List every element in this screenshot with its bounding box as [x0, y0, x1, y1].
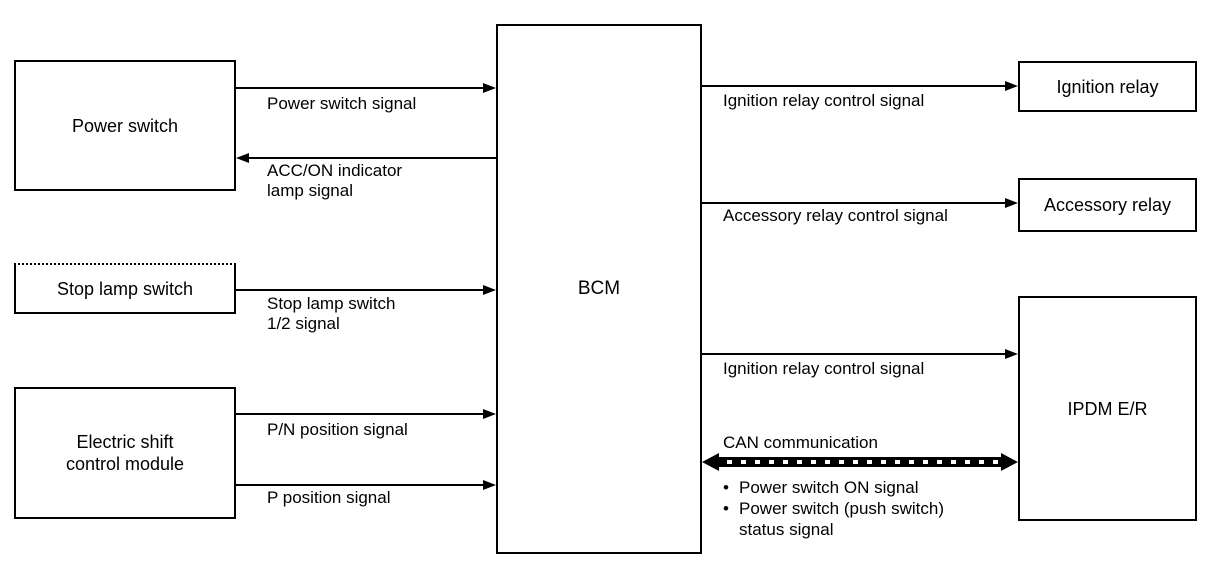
pn-position-signal-label: P/N position signal: [267, 420, 408, 439]
bcm-node: BCM: [496, 24, 702, 554]
can-communication-label: CAN communication: [723, 433, 878, 452]
arrowhead-right-icon: [483, 83, 496, 93]
acc-on-indicator-line: [249, 157, 496, 159]
list-item: • Power switch (push switch) status sign…: [723, 498, 944, 540]
stop-lamp-switch-node: Stop lamp switch: [14, 263, 236, 314]
pn-position-signal-line: [236, 413, 484, 415]
bullet-icon: •: [723, 499, 729, 518]
ignition-relay-control-line: [702, 85, 1005, 87]
arrowhead-right-icon: [483, 409, 496, 419]
stop-lamp-switch-signal-line: [236, 289, 484, 291]
can-communication-arrow: [702, 453, 1018, 471]
power-switch-signal-line: [236, 87, 484, 89]
arrowhead-right-icon: [1005, 198, 1018, 208]
arrowhead-right-icon: [1001, 453, 1018, 471]
accessory-relay-control-line: [702, 202, 1005, 204]
stop-lamp-switch-signal-label: Stop lamp switch 1/2 signal: [267, 294, 396, 333]
ignition-relay-control-signal-ipdm-label: Ignition relay control signal: [723, 359, 925, 378]
arrowhead-left-icon: [236, 153, 249, 163]
ignition-relay-control-signal-label: Ignition relay control signal: [723, 91, 925, 110]
can-signal-list: • Power switch ON signal • Power switch …: [723, 477, 944, 540]
acc-on-indicator-lamp-signal-label: ACC/ON indicator lamp signal: [267, 161, 403, 200]
arrowhead-right-icon: [1005, 349, 1018, 359]
power-switch-signal-label: Power switch signal: [267, 94, 417, 113]
can-bullet-text: Power switch (push switch) status signal: [739, 499, 945, 539]
p-position-signal-label: P position signal: [267, 488, 391, 507]
ignition-relay-node: Ignition relay: [1018, 61, 1197, 112]
can-bullet-text: Power switch ON signal: [739, 478, 919, 497]
accessory-relay-node: Accessory relay: [1018, 178, 1197, 232]
electric-shift-control-module-node: Electric shift control module: [14, 387, 236, 519]
p-position-signal-line: [236, 484, 484, 486]
accessory-relay-control-signal-label: Accessory relay control signal: [723, 206, 948, 225]
arrowhead-left-icon: [702, 453, 719, 471]
power-switch-node: Power switch: [14, 60, 236, 191]
can-dashed-band: [716, 457, 1004, 467]
ipdm-er-node: IPDM E/R: [1018, 296, 1197, 521]
arrowhead-right-icon: [483, 480, 496, 490]
list-item: • Power switch ON signal: [723, 477, 944, 498]
arrowhead-right-icon: [483, 285, 496, 295]
bullet-icon: •: [723, 478, 729, 497]
arrowhead-right-icon: [1005, 81, 1018, 91]
ignition-relay-control-ipdm-line: [702, 353, 1005, 355]
